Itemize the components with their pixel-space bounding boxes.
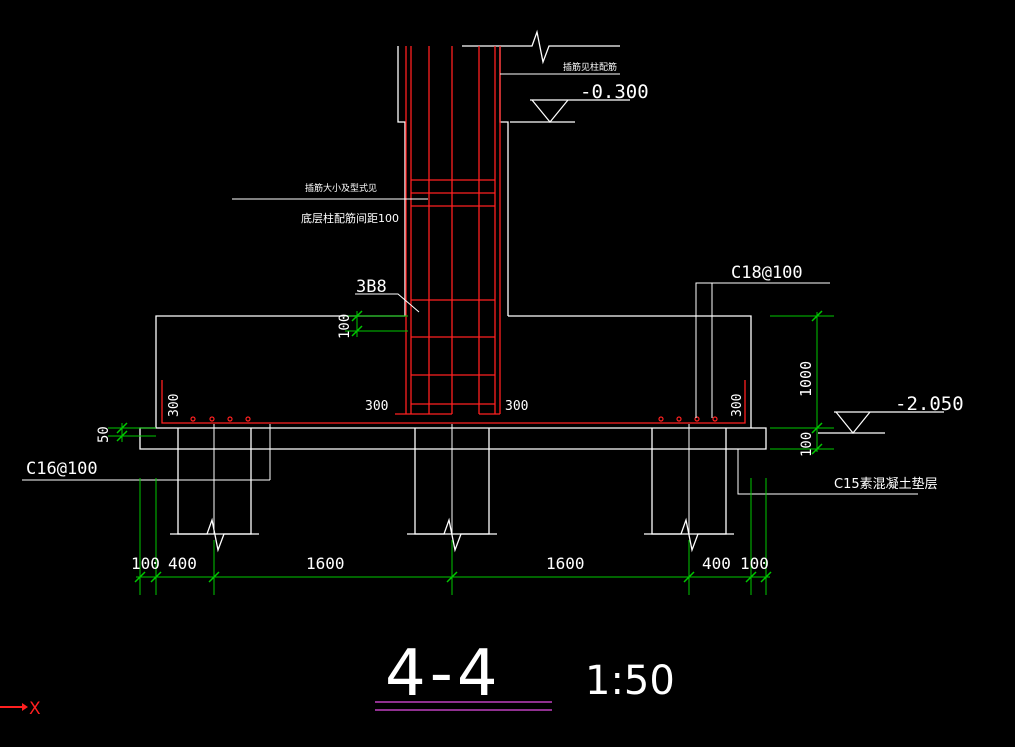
top-note-label: 插筋见柱配筋	[563, 61, 617, 73]
dim-100-vertical-label: 100	[337, 314, 353, 339]
top-rebar-label: C18@100	[731, 263, 803, 283]
column-break-top	[462, 29, 620, 65]
leader-cushion	[737, 449, 918, 495]
dim-100-right-label: 100	[799, 432, 815, 457]
axis-indicator: X	[0, 699, 41, 719]
rebar-dots	[190, 416, 718, 422]
anchor-right-label: 300	[505, 399, 528, 414]
leader-top-rebar	[695, 282, 830, 418]
bottom-dim-3: 1600	[306, 554, 345, 573]
cover-right-label: 300	[730, 394, 745, 417]
footing-outline	[155, 315, 752, 429]
x-axis-arrowhead	[22, 703, 28, 711]
bottom-dim-4: 1600	[546, 554, 585, 573]
bottom-dim-2: 400	[168, 554, 197, 573]
dim-50-label: 50	[96, 426, 112, 443]
rebar-group	[161, 46, 746, 424]
bottom-dim-5: 400	[702, 554, 731, 573]
leader-tie-bars	[355, 293, 420, 313]
x-axis-label: X	[29, 699, 41, 719]
scale-label: 1:50	[585, 658, 675, 704]
pile-break-right	[644, 517, 734, 553]
dimension-texts: 300 300 300 300 100 50 1000 100 100 400 …	[96, 314, 815, 573]
annotation-texts: 插筋见柱配筋 -0.300 插筋大小及型式见 底层柱配筋间距100 3B8 C1…	[26, 61, 964, 492]
cushion-label: C15素混凝土垫层	[834, 476, 938, 492]
bottom-dim-6: 100	[740, 554, 769, 573]
leader-lines	[22, 73, 918, 495]
pile-centerlines	[213, 424, 690, 534]
bottom-dim-1: 100	[131, 554, 160, 573]
pile-break-left	[170, 517, 259, 553]
concrete-outline	[139, 29, 767, 553]
dimension-lines	[108, 310, 834, 595]
drawing-title: 4-4 1:50	[375, 637, 675, 711]
mid-note-label-1: 插筋大小及型式见	[305, 182, 377, 194]
dim-1000-label: 1000	[797, 361, 815, 397]
pile-break-middle	[407, 517, 497, 553]
cover-left-label: 300	[167, 394, 182, 417]
bottom-rebar-label: C16@100	[26, 459, 98, 479]
section-title: 4-4	[385, 637, 502, 711]
level-bottom-label: -2.050	[895, 393, 964, 415]
level-top-label: -0.300	[580, 81, 649, 103]
level-marker-top	[510, 99, 630, 123]
column-right-edge	[499, 46, 509, 316]
mid-note-label-2: 底层柱配筋间距100	[301, 211, 399, 225]
footing-bottom-bar	[161, 380, 746, 424]
tie-bars-label: 3B8	[356, 277, 387, 297]
anchor-left-label: 300	[365, 399, 388, 414]
level-marker-bottom	[818, 411, 944, 434]
cushion-outline	[139, 427, 767, 450]
column-left-edge	[397, 46, 406, 316]
